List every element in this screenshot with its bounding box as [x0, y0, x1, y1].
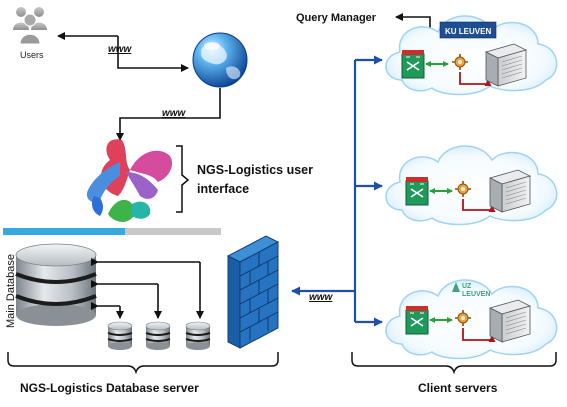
globe-ui-connector — [116, 88, 221, 141]
uz-label-line2: LEUVEN — [462, 291, 490, 298]
db-server-label: NGS-Logistics Database server — [20, 381, 199, 395]
globe-icon — [192, 32, 248, 88]
server-bar-blue — [3, 228, 125, 235]
uz-label-line1: UZ — [462, 283, 472, 290]
ku-leuven-label: KU LEUVEN — [445, 27, 491, 36]
router-icon — [405, 176, 429, 206]
client-servers-label: Client servers — [418, 381, 498, 395]
www-label-middle: www — [162, 108, 187, 119]
users-label: Users — [20, 50, 44, 60]
database-icon — [145, 321, 171, 351]
ku-leuven-logo-icon: KU LEUVEN — [439, 21, 497, 39]
router-icon — [405, 305, 429, 335]
www-label-bottom: www — [309, 292, 334, 303]
network-connector — [291, 55, 383, 327]
uz-leuven-logo-icon: UZ LEUVEN — [452, 282, 490, 298]
database-icon — [185, 321, 211, 351]
users-globe-connector — [57, 32, 189, 72]
ngs-ui-label-line2: interface — [197, 182, 249, 196]
users-icon — [13, 7, 47, 45]
link-red — [462, 199, 496, 212]
ngs-ui-label-line1: NGS-Logistics user — [197, 163, 313, 177]
database-icon — [15, 243, 97, 326]
query-manager-label: Query Manager — [296, 12, 377, 24]
server-bar-grey — [125, 228, 221, 235]
link-red — [462, 328, 496, 342]
db-tree-connector — [91, 258, 204, 319]
ui-bracket — [176, 145, 190, 213]
database-icon — [107, 321, 133, 351]
server-icon — [489, 169, 531, 213]
router-icon — [401, 49, 425, 79]
firewall-icon — [226, 235, 280, 349]
link-red — [459, 72, 492, 86]
www-label-top: www — [108, 44, 133, 55]
ngs-logo-icon — [86, 139, 173, 222]
db-server-bracket — [7, 352, 279, 375]
main-database-label: Main Database — [5, 254, 17, 328]
client-servers-bracket — [351, 352, 557, 375]
server-icon — [485, 43, 527, 87]
server-icon — [489, 299, 531, 343]
